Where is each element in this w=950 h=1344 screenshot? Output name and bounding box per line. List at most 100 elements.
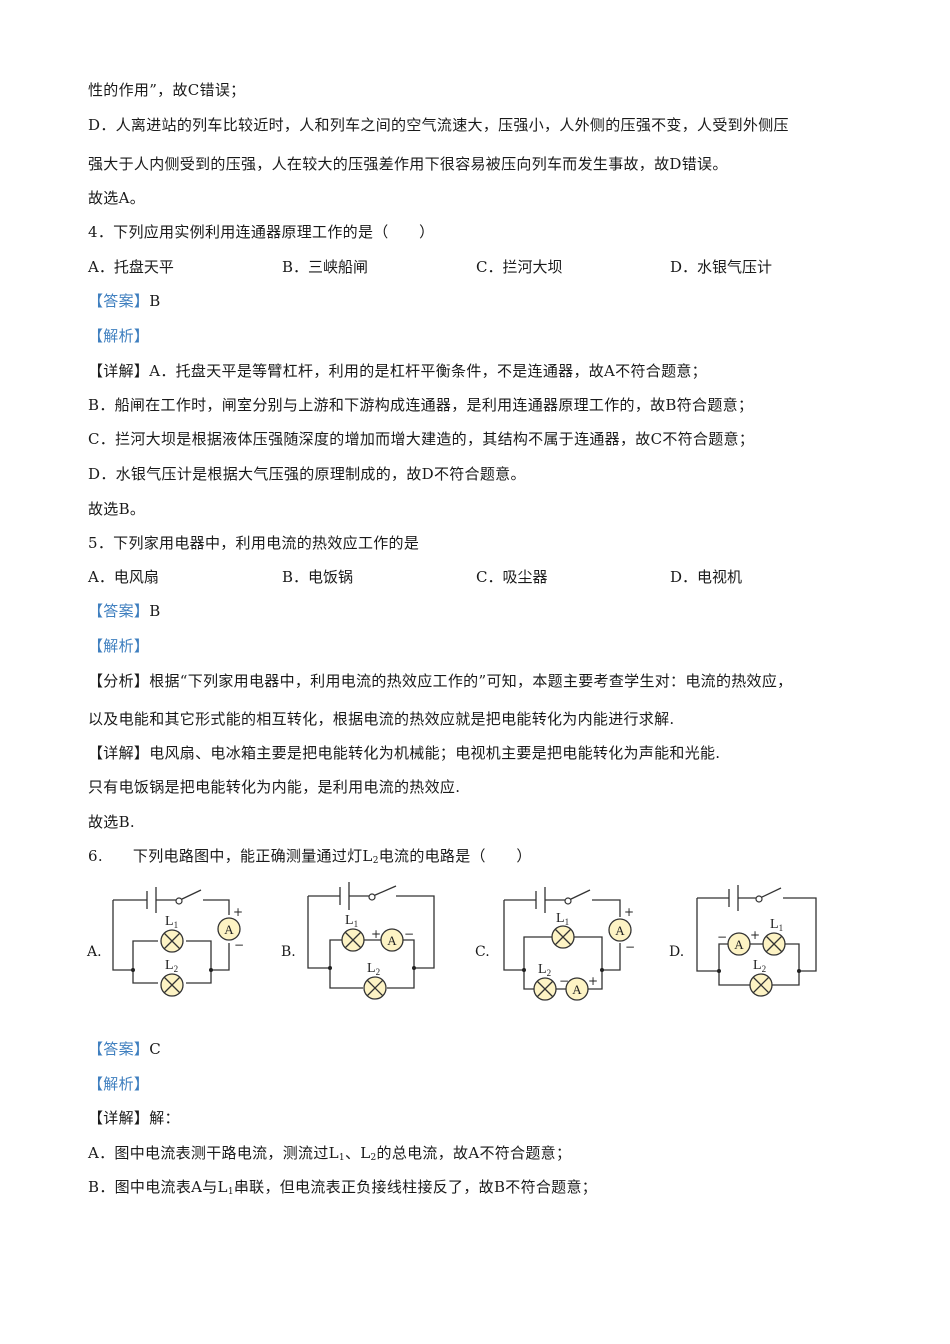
- circuit-d-diagram: A L1 L2 − +: [696, 885, 817, 997]
- svg-text:+: +: [750, 928, 760, 942]
- detail-text: 、L: [344, 1144, 371, 1162]
- ammeter-icon: A: [217, 917, 241, 941]
- detail-tag: 【详解】: [88, 362, 150, 380]
- ammeter-icon: A: [565, 977, 589, 1001]
- answer-value: B: [149, 292, 161, 310]
- q4-option-a: A．托盘天平: [88, 258, 174, 276]
- q5-analysis-tag: 【解析】: [88, 636, 149, 656]
- svg-text:+: +: [588, 974, 598, 988]
- svg-text:L1: L1: [345, 913, 358, 929]
- svg-text:−: −: [717, 930, 727, 944]
- text-line: 强大于人内侧受到的压强，人在较大的压强差作用下很容易被压向列车而发生事故，故D错…: [88, 155, 728, 173]
- lamp-icon: [341, 928, 365, 952]
- circuit-c-label: C.: [475, 944, 490, 960]
- detail-tag: 【详解】: [88, 1109, 150, 1127]
- analysis-tag: 【解析】: [88, 1075, 150, 1093]
- answer-tag: 【答案】: [88, 1040, 150, 1058]
- q6-analysis-tag: 【解析】: [88, 1074, 149, 1094]
- lamp-icon: [160, 973, 184, 997]
- svg-text:+: +: [371, 927, 381, 941]
- svg-text:A: A: [224, 922, 234, 937]
- circuit-a-label: A.: [87, 944, 102, 960]
- svg-text:−: −: [559, 974, 569, 988]
- svg-text:L2: L2: [367, 961, 380, 977]
- fenxi-tag: 【分析】: [88, 672, 150, 690]
- svg-text:A: A: [734, 937, 744, 952]
- q4-detail-a: 【详解】A．托盘天平是等臂杠杆，利用的是杠杆平衡条件，不是连通器，故A不符合题意…: [88, 361, 707, 381]
- circuit-c-diagram: A A L1 L2 +− −+: [503, 887, 635, 1001]
- text-line: 故选A。: [88, 189, 146, 207]
- q5-option-d: D．电视机: [670, 568, 743, 586]
- svg-text:−: −: [625, 940, 635, 954]
- q6-detail-head: 【详解】解：: [88, 1108, 180, 1128]
- lamp-icon: [363, 976, 387, 1000]
- stem-text: 下列电路图中，能正确测量通过灯L: [132, 847, 373, 865]
- svg-text:L2: L2: [753, 958, 766, 974]
- q4-detail-c: C．拦河大坝是根据液体压强随深度的增加而增大建造的，其结构不属于连通器，故C不符…: [88, 430, 755, 448]
- q5-option-c: C．吸尘器: [476, 568, 548, 586]
- q4-answer: 【答案】B: [88, 291, 161, 311]
- q5-fenxi-2: 以及电能和其它形式能的相互转化，根据电流的热效应就是把电能转化为内能进行求解.: [88, 710, 675, 728]
- detail-text: A．图中电流表测干路电流，测流过L: [88, 1144, 339, 1162]
- subscript: 1: [338, 1153, 345, 1163]
- lamp-icon: [533, 977, 557, 1001]
- svg-text:A: A: [572, 982, 582, 997]
- text-line: 性的作用”，故C错误；: [88, 81, 246, 99]
- answer-value: C: [149, 1040, 161, 1058]
- text-line: D．人离进站的列车比较近时，人和列车之间的空气流速大，压强小，人外侧的压强不变，…: [88, 116, 789, 134]
- detail-text: 串联，但电流表正负接线柱接反了，故B不符合题意；: [233, 1178, 598, 1196]
- q6-detail-b: B．图中电流表A与L1串联，但电流表正负接线柱接反了，故B不符合题意；: [88, 1177, 597, 1202]
- subscript: 2: [372, 856, 379, 866]
- q5-conclusion: 故选B.: [88, 813, 135, 831]
- q4-conclusion: 故选B。: [88, 500, 146, 518]
- detail-text: A．托盘天平是等臂杠杆，利用的是杠杆平衡条件，不是连通器，故A不符合题意；: [149, 362, 707, 380]
- ammeter-icon: A: [380, 928, 404, 952]
- ammeter-icon: A: [727, 932, 751, 956]
- svg-text:−: −: [234, 938, 244, 952]
- lamp-icon: [749, 973, 773, 997]
- subscript: 1: [227, 1187, 234, 1197]
- q4-option-c: C．拦河大坝: [476, 258, 563, 276]
- analysis-tag: 【解析】: [88, 637, 150, 655]
- answer-value: B: [149, 602, 161, 620]
- q4-option-d: D．水银气压计: [670, 258, 773, 276]
- answer-tag: 【答案】: [88, 292, 150, 310]
- svg-text:A: A: [615, 923, 625, 938]
- svg-text:L2: L2: [165, 958, 178, 974]
- ammeter-icon: A: [608, 918, 632, 942]
- svg-text:−: −: [404, 927, 414, 941]
- circuit-d-label: D.: [669, 944, 685, 960]
- svg-text:+: +: [233, 905, 243, 919]
- q4-detail-d: D．水银气压计是根据大气压强的原理制成的，故D不符合题意。: [88, 465, 526, 483]
- q4-analysis-tag: 【解析】: [88, 326, 149, 346]
- q4-option-b: B．三峡船闸: [282, 258, 369, 276]
- stem-text: 电流的电路是（ ）: [378, 847, 532, 865]
- answer-tag: 【答案】: [88, 602, 150, 620]
- lamp-icon: [551, 925, 575, 949]
- svg-text:L2: L2: [538, 962, 551, 978]
- q5-option-b: B．电饭锅: [282, 568, 354, 586]
- detail-tag: 【详解】: [88, 744, 150, 762]
- detail-text: B．图中电流表A与L: [88, 1178, 228, 1196]
- question-4-stem: 4．下列应用实例利用连通器原理工作的是（ ）: [88, 223, 435, 241]
- svg-text:L1: L1: [770, 917, 783, 933]
- question-6-stem: 6.下列电路图中，能正确测量通过灯L2电流的电路是（ ）: [88, 846, 532, 871]
- q5-answer: 【答案】B: [88, 601, 161, 621]
- circuit-b-diagram: A L1 L2 + −: [307, 882, 435, 1000]
- detail-text: 的总电流，故A不符合题意；: [376, 1144, 572, 1162]
- q5-detail-1: 【详解】电风扇、电冰箱主要是把电能转化为机械能；电视机主要是把电能转化为声能和光…: [88, 743, 720, 763]
- lamp-icon: [762, 932, 786, 956]
- q5-option-a: A．电风扇: [88, 568, 159, 586]
- svg-text:+: +: [624, 905, 634, 919]
- circuit-b-label: B.: [281, 944, 296, 960]
- svg-text:L1: L1: [165, 914, 178, 930]
- q4-detail-b: B．船闸在工作时，闸室分别与上游和下游构成连通器，是利用连通器原理工作的，故B符…: [88, 396, 754, 414]
- analysis-tag: 【解析】: [88, 327, 150, 345]
- q5-detail-2: 只有电饭锅是把电能转化为内能，是利用电流的热效应.: [88, 778, 461, 796]
- detail-text: 电风扇、电冰箱主要是把电能转化为机械能；电视机主要是把电能转化为声能和光能.: [149, 744, 721, 762]
- q5-fenxi-1: 【分析】根据“下列家用电器中，利用电流的热效应工作的”可知，本题主要考查学生对：…: [88, 671, 792, 691]
- subscript: 2: [370, 1153, 377, 1163]
- detail-text: 解：: [149, 1109, 180, 1127]
- question-5-stem: 5．下列家用电器中，利用电流的热效应工作的是: [88, 534, 420, 552]
- q6-detail-a: A．图中电流表测干路电流，测流过L1、L2的总电流，故A不符合题意；: [88, 1143, 571, 1168]
